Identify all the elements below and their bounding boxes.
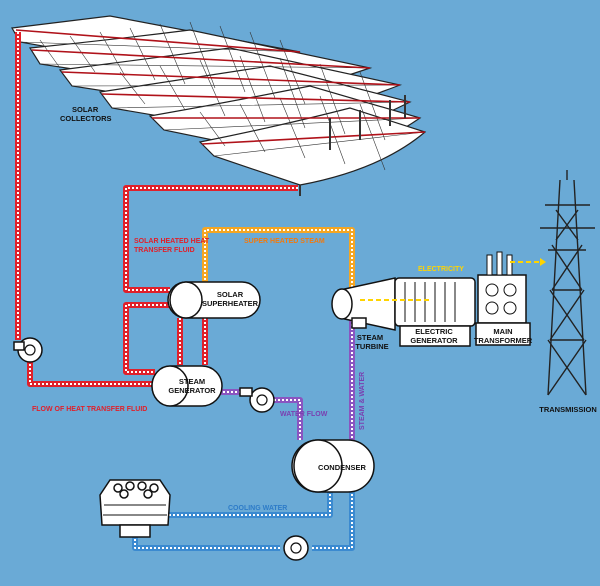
steam-water-label: STEAM & WATER	[359, 372, 366, 430]
transmission-label: TRANSMISSION	[539, 405, 597, 414]
water-flow-label: WATER FLOW	[280, 411, 328, 418]
heat-transfer-fluid-loop	[15, 32, 298, 387]
generator-icon	[394, 277, 476, 347]
solar-collectors-icon	[11, 15, 427, 196]
flow-of-heat-label: FLOW OF HEAT TRANSFER FLUID	[32, 406, 147, 413]
solar-heated-label-2: TRANSFER FLUID	[134, 247, 195, 254]
turbine-icon	[331, 277, 396, 331]
steam-generator-tank-icon	[151, 365, 223, 407]
superheated-steam-label: SUPER HEATED STEAM	[244, 238, 325, 245]
water-pump-icon	[239, 387, 275, 413]
solar-heated-label-1: SOLAR HEATED HEAT	[134, 238, 210, 245]
electricity-label: ELECTRICITY	[418, 266, 464, 273]
steam-generator-label-1: STEAM	[179, 377, 205, 386]
cooling-water-pipe	[132, 490, 355, 551]
solar-superheater-tank-icon	[167, 281, 261, 319]
main-transformer-label-2: TRANSFORMER	[474, 336, 533, 345]
solar-collectors-label-1: SOLAR	[72, 105, 99, 114]
condenser-tank-icon	[291, 439, 375, 493]
steam-generator-label-2: GENERATOR	[168, 386, 216, 395]
steam-water-pipe	[215, 320, 355, 440]
electric-generator-label-1: ELECTRIC	[415, 327, 453, 336]
electricity-flow-arrow	[360, 258, 546, 301]
cooling-water-label: COOLING WATER	[228, 505, 287, 512]
solar-superheater-label-1: SOLAR	[217, 290, 244, 299]
solar-collectors-label-2: COLLECTORS	[60, 114, 112, 123]
cooling-tower-icon	[99, 479, 171, 538]
superheated-steam-pipe	[202, 227, 355, 290]
main-transformer-label-1: MAIN	[493, 327, 512, 336]
condenser-label: CONDENSER	[318, 463, 367, 472]
cooling-pump-icon	[283, 535, 309, 561]
steam-turbine-label-2: TURBINE	[355, 342, 388, 351]
electric-generator-label-2: GENERATOR	[410, 336, 458, 345]
transmission-tower-icon	[540, 170, 595, 396]
solar-superheater-label-2: SUPERHEATER	[202, 299, 259, 308]
transformer-icon	[475, 251, 531, 346]
pump-icon	[13, 337, 43, 363]
steam-turbine-label-1: STEAM	[357, 333, 383, 342]
